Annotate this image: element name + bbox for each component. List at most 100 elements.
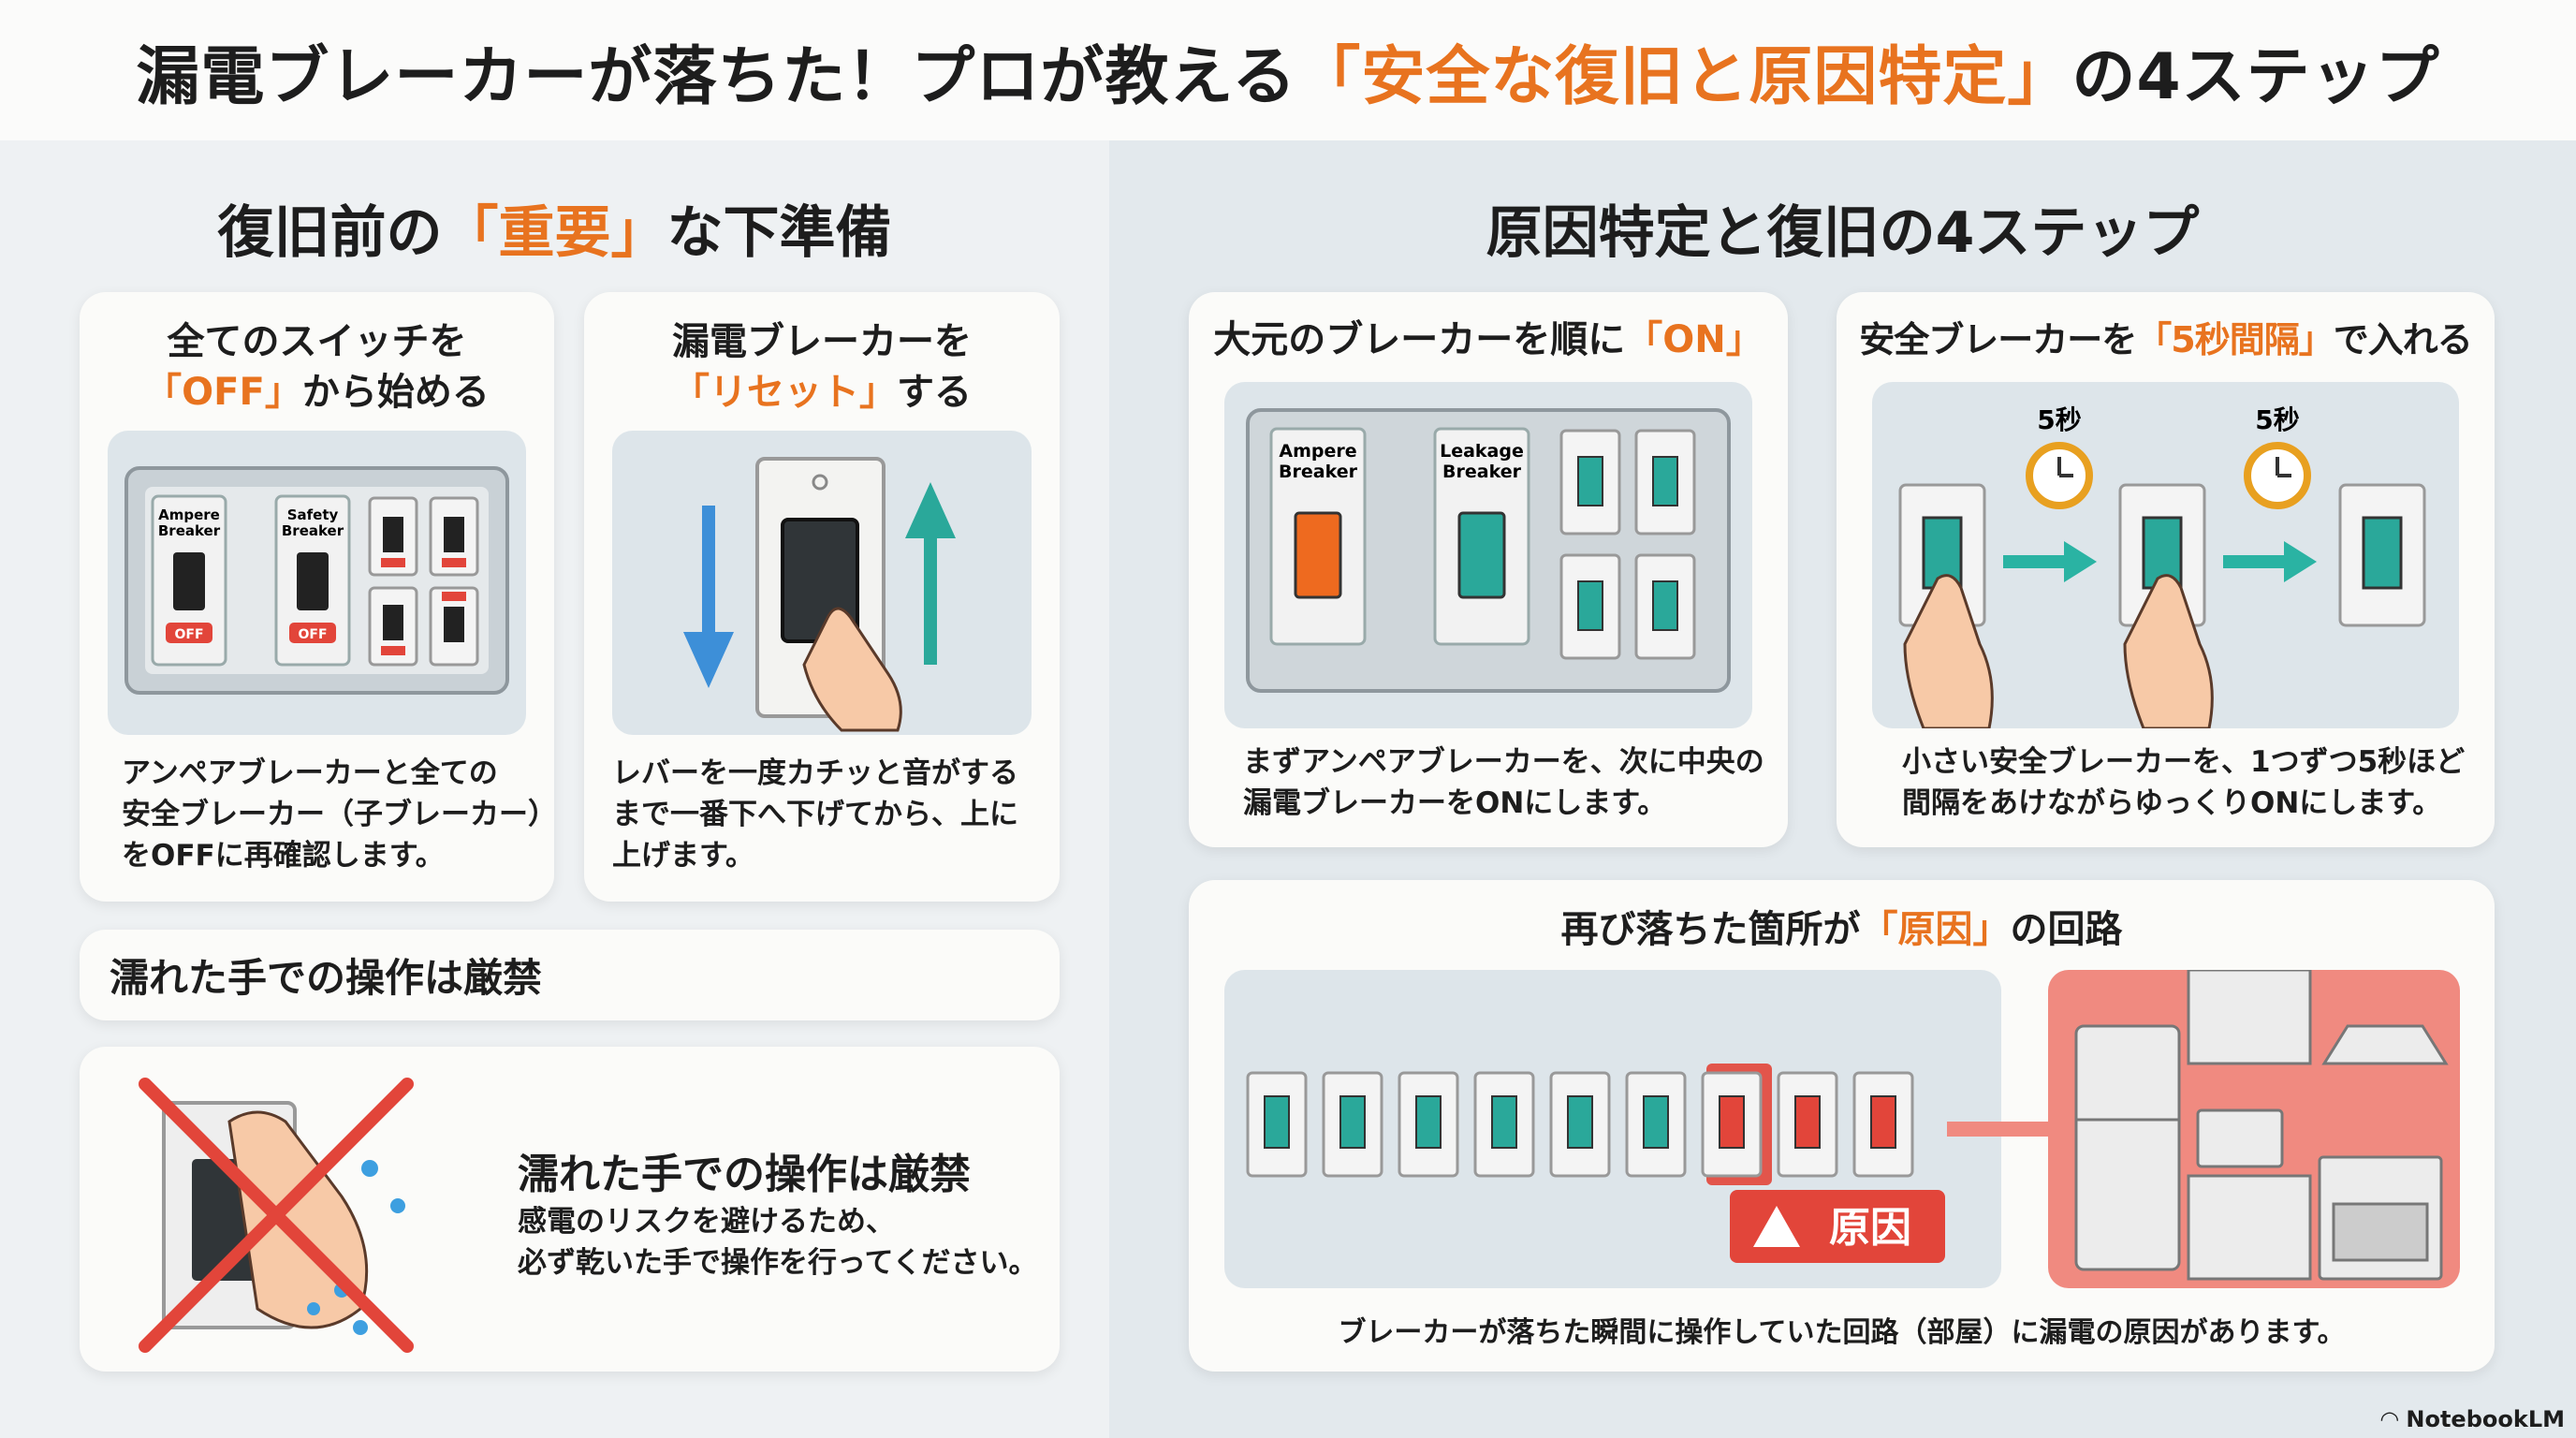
card-title: 濡れた手での操作は厳禁	[518, 1151, 971, 1198]
tripped-switch	[1870, 1095, 1896, 1149]
card-title-highlight: 「OFF」	[144, 371, 302, 414]
title-highlight: 「安全な復旧と原因特定」	[1296, 39, 2072, 114]
text-line: 上げます。	[612, 839, 754, 873]
card-description: 感電のリスクを避けるため、 必ず乾いた手で操作を行ってください。	[518, 1201, 1038, 1284]
warning-banner: 濡れた手での操作は厳禁	[80, 930, 1060, 1020]
title-text: 漏電ブレーカーが落ちた！プロが教える	[136, 39, 1297, 114]
heading-highlight: 「重要」	[442, 200, 667, 266]
page-title: 漏電ブレーカーが落ちた！プロが教える「安全な復旧と原因特定」の4ステップ	[0, 0, 2576, 140]
card-reset-leakage: 漏電ブレーカーを 「リセット」する レバーを一度カチッと音がする まで一番下へ下…	[584, 292, 1060, 902]
notebooklm-icon: ◠	[2380, 1406, 2407, 1432]
on-switch	[1491, 1095, 1517, 1149]
text-line: まで一番下へ下げてから、上に	[612, 798, 1018, 831]
card-title-line: 漏電ブレーカーを	[672, 320, 972, 363]
timer-label: 5秒	[2037, 404, 2081, 435]
connector-line	[1947, 1122, 2059, 1137]
card-switches-off: 全てのスイッチを 「OFF」から始める Ampere Breaker OFF S…	[80, 292, 557, 902]
card-title-highlight: 「リセット」	[672, 371, 897, 414]
arrow-up-icon	[905, 482, 956, 665]
brand-text: NotebookLM	[2406, 1406, 2565, 1432]
tripped-switch	[1719, 1095, 1745, 1149]
breaker-row-illustration: 原因	[1224, 970, 2001, 1288]
card-main-breakers-on: 大元のブレーカーを順に「ON」 Ampere Breaker Leakage B…	[1189, 292, 1788, 847]
card-title-text: 安全ブレーカーを	[1859, 319, 2137, 360]
text-line: 感電のリスクを避けるため、	[518, 1205, 895, 1239]
text-line: 漏電ブレーカーをONにします。	[1243, 786, 1667, 820]
card-caption: ブレーカーが落ちた瞬間に操作していた回路（部屋）に漏電の原因があります。	[1338, 1316, 2346, 1349]
child-breakers	[368, 496, 479, 667]
title-suffix: の4ステップ	[2071, 39, 2440, 114]
heading-suffix: な下準備	[666, 200, 892, 266]
card-title-line: 全てのスイッチを	[167, 320, 467, 363]
card-title-highlight: 「原因」	[1860, 908, 2011, 951]
card-description: レバーを一度カチッと音がする まで一番下へ下げてから、上に 上げます。	[612, 753, 1018, 876]
on-switch	[1415, 1095, 1442, 1149]
clock-icon	[2026, 442, 2311, 509]
water-drops-icon	[307, 1160, 405, 1335]
arrow-right-icon	[2003, 541, 2317, 582]
arrow-down-icon	[683, 506, 734, 688]
on-switch	[1567, 1095, 1593, 1149]
card-title-highlight: 「ON」	[1625, 318, 1764, 361]
safety-label: Safety	[287, 506, 339, 523]
card-wet-hands: 濡れた手での操作は厳禁 感電のリスクを避けるため、 必ず乾いた手で操作を行ってく…	[80, 1047, 1060, 1372]
card-title-highlight: 「5秒間隔」	[2136, 319, 2334, 360]
card-title-suffix: から始める	[301, 371, 490, 414]
ampere-breaker-on: Ampere Breaker	[1269, 427, 1367, 646]
cause-label: 原因	[1829, 1204, 1911, 1252]
card-title: 全てのスイッチを 「OFF」から始める	[80, 316, 554, 418]
card-title: 漏電ブレーカーを 「リセット」する	[584, 316, 1060, 418]
text-line: レバーを一度カチッと音がする	[612, 756, 1018, 790]
refrigerator-icon	[2074, 1024, 2181, 1271]
text-line: アンペアブレーカーと全ての	[122, 756, 498, 790]
card-five-second-interval: 安全ブレーカーを「5秒間隔」で入れる 5秒 5秒 小さい安全ブレーカーを、1つず…	[1837, 292, 2495, 847]
card-title: 大元のブレーカーを順に「ON」	[1189, 315, 1788, 365]
text-line: 安全ブレーカー（子ブレーカー）	[122, 798, 557, 831]
on-switch	[1339, 1095, 1366, 1149]
timer-label: 5秒	[2255, 404, 2299, 435]
off-label: OFF	[174, 627, 203, 642]
card-description: アンペアブレーカーと全ての 安全ブレーカー（子ブレーカー） をOFFに再確認しま…	[122, 753, 557, 876]
on-switch	[1643, 1095, 1669, 1149]
warning-icon	[1753, 1206, 1800, 1247]
ampere-label: Breaker	[1279, 462, 1358, 482]
hand-icon	[2123, 574, 2214, 728]
hand-icon	[1903, 574, 1994, 728]
card-title-text: 大元のブレーカーを順に	[1213, 318, 1626, 361]
text-line: 小さい安全ブレーカーを、1つずつ5秒ほど	[1902, 745, 2466, 779]
tripped-switch	[1794, 1095, 1821, 1149]
ampere-label: Breaker	[158, 522, 221, 539]
safety-label: Breaker	[282, 522, 344, 539]
text-line: まずアンペアブレーカーを、次に中央の	[1243, 745, 1764, 779]
ampere-breaker: Ampere Breaker OFF	[151, 494, 227, 667]
heading-text: 復旧前の	[217, 200, 443, 266]
interval-illustration: 5秒 5秒	[1872, 382, 2459, 728]
safety-breaker: Safety Breaker OFF	[274, 494, 351, 667]
card-title-suffix: で入れる	[2333, 319, 2473, 360]
leakage-label: Breaker	[1442, 462, 1522, 482]
ampere-label: Ampere	[158, 506, 220, 523]
card-description: 小さい安全ブレーカーを、1つずつ5秒ほど 間隔をあけながらゆっくりONにします。	[1902, 741, 2465, 824]
cabinet-icon	[2187, 970, 2312, 1065]
card-description: まずアンペアブレーカーを、次に中央の 漏電ブレーカーをONにします。	[1243, 741, 1764, 824]
off-label: OFF	[298, 627, 327, 642]
notebooklm-logo: ◠ NotebookLM	[2381, 1406, 2565, 1432]
card-title-suffix: の回路	[2010, 908, 2123, 951]
card-cause-circuit: 再び落ちた箇所が「原因」の回路 原因 ブレーカーが落ちた瞬間に操作していた回路（…	[1189, 880, 2495, 1372]
card-title: 安全ブレーカーを「5秒間隔」で入れる	[1837, 315, 2495, 365]
breaker-panel-off-illustration: Ampere Breaker OFF Safety Breaker OFF	[108, 431, 526, 735]
kitchen-room-illustration	[2048, 970, 2460, 1288]
banner-text: 濡れた手での操作は厳禁	[110, 955, 543, 1001]
text-line: をOFFに再確認します。	[122, 839, 445, 873]
leakage-label: Leakage	[1440, 441, 1524, 462]
card-title: 再び落ちた箇所が「原因」の回路	[1189, 904, 2495, 955]
microwave-icon	[2196, 1108, 2284, 1168]
on-switch	[1264, 1095, 1290, 1149]
range-hood-icon	[2321, 1024, 2449, 1065]
main-breaker-panel-illustration: Ampere Breaker Leakage Breaker	[1224, 382, 1752, 728]
hand-icon	[802, 607, 902, 732]
cause-badge: 原因	[1730, 1190, 1945, 1263]
ampere-label: Ampere	[1279, 441, 1356, 462]
leakage-breaker-on: Leakage Breaker	[1433, 427, 1530, 646]
no-wet-hands-illustration	[139, 1078, 414, 1353]
